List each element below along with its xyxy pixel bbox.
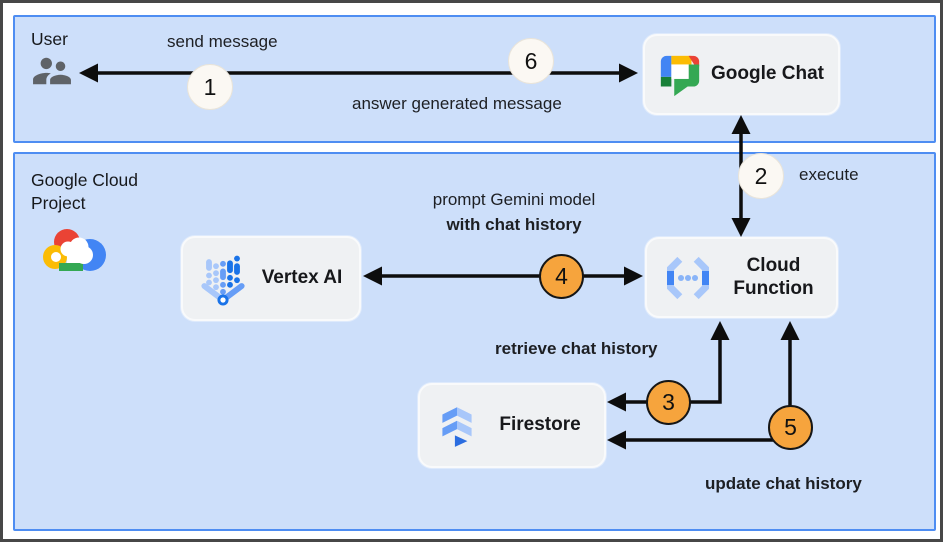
step-badge-4: 4: [539, 254, 584, 299]
label-prompt-gemini: prompt Gemini model with chat history: [401, 187, 627, 237]
node-cloud-function: Cloud Function: [645, 237, 838, 318]
node-google-chat: Google Chat: [643, 34, 840, 115]
label-update-history: update chat history: [705, 474, 862, 493]
firestore-icon: [432, 401, 482, 451]
gcp-zone-title: Google Cloud Project: [31, 170, 139, 213]
label-execute: execute: [799, 165, 859, 184]
step-badge-2: 2: [738, 153, 784, 199]
step-badge-1: 1: [187, 64, 233, 110]
node-label: Cloud Function: [733, 255, 814, 299]
label-prompt-line2: with chat history: [446, 215, 582, 234]
step-badge-3: 3: [646, 380, 691, 425]
cloud-function-icon: [659, 250, 717, 306]
label-prompt-line1: prompt Gemini model: [432, 190, 596, 209]
users-icon: [29, 53, 75, 94]
step-badge-6: 6: [508, 38, 554, 84]
user-zone-title: User: [31, 29, 68, 49]
vertex-ai-icon: [195, 251, 251, 307]
node-label: Google Chat: [711, 63, 824, 85]
node-label: Firestore: [499, 414, 581, 436]
label-retrieve-history: retrieve chat history: [495, 339, 658, 358]
google-cloud-icon: [41, 223, 107, 280]
step-badge-5: 5: [768, 405, 813, 450]
label-send-message: send message: [167, 32, 278, 51]
node-label: Vertex AI: [261, 267, 343, 289]
label-answer-generated: answer generated message: [352, 94, 562, 113]
google-chat-icon: [657, 52, 703, 98]
node-firestore: Firestore: [418, 383, 606, 468]
node-vertex-ai: Vertex AI: [181, 236, 361, 321]
